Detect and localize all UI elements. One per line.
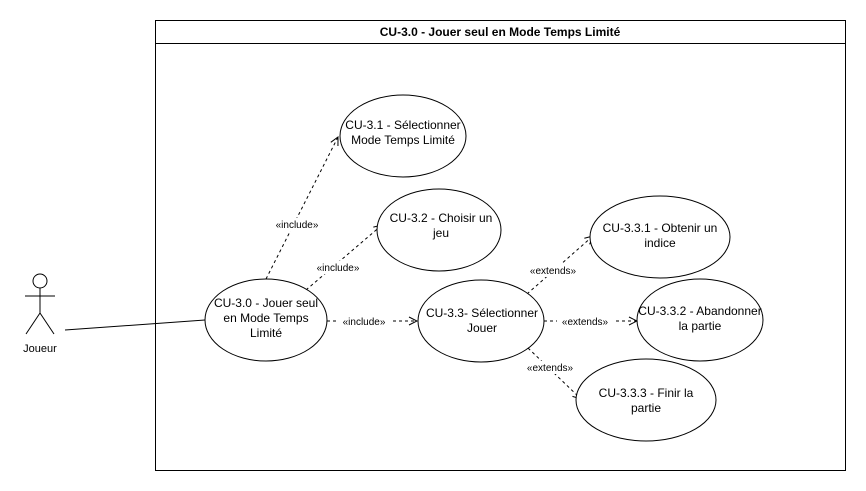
uc-select-mode-line2: Mode Temps Limité — [351, 133, 455, 147]
uc-abandon-line2: la partie — [679, 319, 722, 333]
uc-choose-game-line1: CU-3.2 - Choisir un — [390, 211, 493, 225]
actor-joueur — [25, 273, 55, 335]
uc-abandon-line1: CU-3.3.2 - Abandonner — [638, 304, 761, 318]
svg-text:«extends»: «extends» — [530, 266, 577, 277]
uc-main-line2: en Mode Temps — [223, 311, 308, 325]
uc-hint-line1: CU-3.3.1 - Obtenir un — [603, 221, 718, 235]
svg-text:«include»: «include» — [276, 220, 319, 231]
label-include-mode: «include» — [271, 218, 323, 231]
actor-name: Joueur — [23, 343, 57, 355]
label-extends-abandon: «extends» — [557, 315, 613, 328]
svg-text:«include»: «include» — [317, 263, 360, 274]
actor-left-leg — [25, 312, 41, 335]
uc-select-mode-line1: CU-3.1 - Sélectionner — [345, 118, 460, 132]
uc-select-play-line1: CU-3.3- Sélectionner — [426, 306, 538, 320]
label-extends-hint: «extends» — [525, 264, 581, 277]
use-case-cu-3-1 — [339, 94, 467, 178]
svg-text:«extends»: «extends» — [562, 317, 609, 328]
include-arrow-mode — [265, 137, 338, 280]
association-line — [64, 319, 206, 331]
svg-text:«extends»: «extends» — [527, 363, 574, 374]
use-case-cu-3-2 — [376, 188, 502, 272]
use-case-cu-3-3-3 — [575, 358, 717, 442]
label-include-play: «include» — [338, 315, 390, 328]
actor-head — [32, 273, 48, 289]
use-case-cu-3-3-1 — [589, 195, 731, 279]
use-case-cu-3-3 — [417, 279, 545, 363]
use-case-cu-3-3-2 — [636, 278, 764, 362]
include-arrow-game — [305, 225, 382, 291]
uc-select-play-line2: Jouer — [467, 321, 497, 335]
system-boundary: CU-3.0 - Jouer seul en Mode Temps Limité — [155, 20, 846, 471]
svg-text:«include»: «include» — [343, 317, 386, 328]
uc-finish-line2: partie — [631, 401, 661, 415]
label-extends-finish: «extends» — [522, 361, 578, 374]
uc-main-line3: Limité — [250, 326, 282, 340]
uc-hint-line2: indice — [644, 236, 676, 250]
use-case-cu-3-0 — [204, 278, 328, 362]
system-title: CU-3.0 - Jouer seul en Mode Temps Limité — [380, 25, 621, 39]
uc-choose-game-line2: jeu — [432, 226, 449, 240]
uc-main-line1: CU-3.0 - Jouer seul — [214, 296, 318, 310]
actor-right-leg — [39, 312, 55, 335]
uc-finish-line1: CU-3.3.3 - Finir la — [599, 386, 694, 400]
label-include-game: «include» — [312, 261, 364, 274]
